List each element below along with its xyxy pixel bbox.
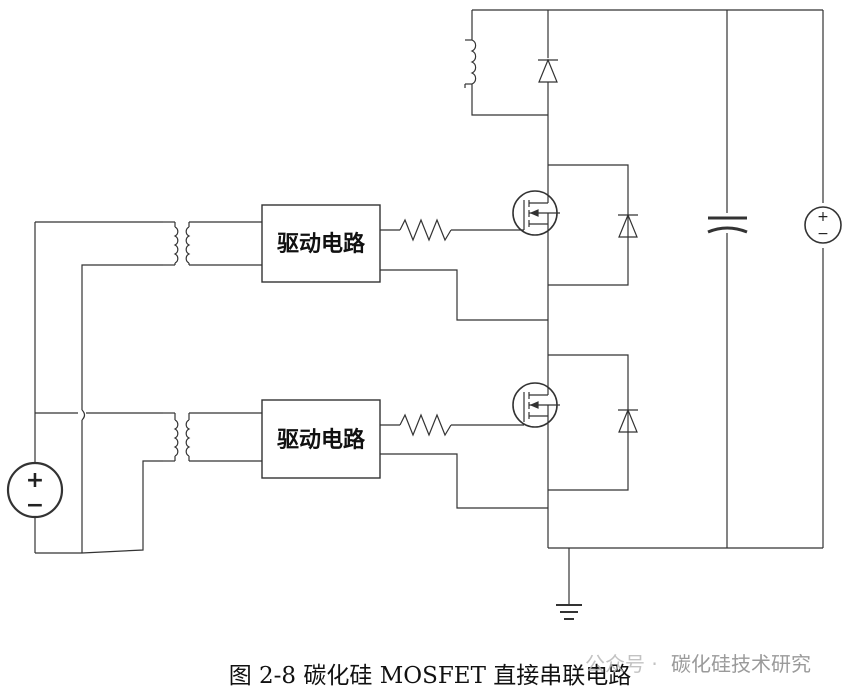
pulse-transformer-bottom	[163, 412, 262, 462]
driver-bottom-return	[380, 453, 548, 509]
figure-caption: 图 2-8 碳化硅 MOSFET 直接串联电路	[229, 663, 632, 689]
left-dc-source	[6, 222, 64, 553]
gate-resistor-bottom	[380, 413, 507, 437]
driver-box-top	[261, 204, 381, 283]
gate-resistor-top	[380, 218, 507, 242]
load-inductor	[464, 39, 548, 116]
watermark-prefix: 公众号 ·	[585, 652, 658, 676]
freewheel-diode	[538, 58, 558, 165]
left-source-plus: +	[26, 468, 44, 493]
body-diode-top	[548, 164, 638, 286]
pulse-transformer-top	[163, 221, 262, 266]
driver-top-return	[380, 269, 548, 321]
driver-box-bottom	[261, 399, 381, 479]
bottom-rail	[548, 233, 824, 549]
dc-link-capacitor	[707, 216, 748, 234]
driver-top-label: 驱动电路	[277, 231, 366, 257]
right-dc-source	[804, 206, 842, 244]
body-diode-bottom	[548, 354, 638, 491]
left-wiring	[35, 221, 163, 554]
ground-symbol	[556, 548, 582, 620]
driver-bottom-label: 驱动电路	[277, 427, 366, 453]
right-source-plus: +	[817, 209, 829, 225]
top-rail	[471, 9, 824, 213]
left-source-minus: −	[26, 493, 44, 518]
right-source-minus: −	[817, 226, 829, 242]
mosfet-top	[507, 165, 560, 355]
watermark-text: 碳化硅技术研究	[671, 652, 811, 676]
mosfet-bottom	[507, 355, 560, 548]
